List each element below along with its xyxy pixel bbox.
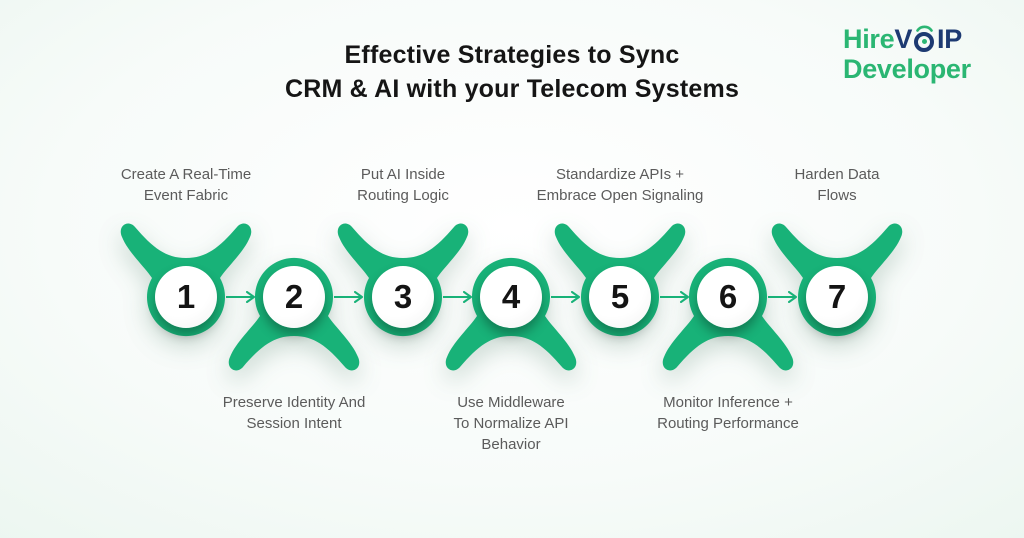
arrow-right-icon bbox=[660, 291, 690, 303]
logo-text-ip: IP bbox=[937, 24, 962, 54]
step-number-circle: 1 bbox=[155, 266, 217, 328]
step-label: Use Middleware To Normalize API Behavior bbox=[453, 394, 569, 453]
step-column-7: Harden Data Flows 7 bbox=[727, 160, 947, 460]
step-number: 2 bbox=[284, 278, 304, 315]
arrow-right-icon bbox=[226, 291, 256, 303]
arrow-right-icon bbox=[551, 291, 581, 303]
wifi-icon bbox=[916, 25, 933, 32]
step-label: Preserve Identity And Session Intent bbox=[222, 394, 366, 432]
logo-text-hire: Hire bbox=[843, 24, 895, 54]
wifi-o-icon bbox=[913, 24, 936, 54]
step-column-4: 4 Use Middleware To Normalize API Behavi… bbox=[401, 160, 621, 460]
step-number: 5 bbox=[610, 278, 630, 315]
step-column-2: 2 Preserve Identity And Session Intent bbox=[184, 160, 404, 460]
step-number-circle: 6 bbox=[697, 266, 759, 328]
step-column-6: 6 Monitor Inference + Routing Performanc… bbox=[618, 160, 838, 460]
o-ring-icon bbox=[914, 32, 935, 52]
step-number: 3 bbox=[393, 278, 413, 315]
step-number-circle: 2 bbox=[263, 266, 325, 328]
step-column-5: Standardize APIs + Embrace Open Signalin… bbox=[510, 160, 730, 460]
logo-text-v: V bbox=[894, 24, 913, 54]
step-number-circle: 3 bbox=[372, 266, 434, 328]
step-label: Monitor Inference + Routing Performance bbox=[657, 394, 799, 432]
step-label: Put AI Inside Routing Logic bbox=[357, 166, 449, 204]
step-column-1: Create A Real-Time Event Fabric 1 bbox=[76, 160, 296, 460]
logo-text-developer: Developer bbox=[843, 54, 971, 84]
signal-dot-icon bbox=[922, 39, 928, 44]
step-number: 1 bbox=[176, 278, 196, 315]
step-number: 6 bbox=[718, 278, 738, 315]
step-number-circle: 4 bbox=[480, 266, 542, 328]
arrow-right-icon bbox=[443, 291, 473, 303]
page-title: Effective Strategies to Sync CRM & AI wi… bbox=[284, 41, 740, 103]
step-label: Create A Real-Time Event Fabric bbox=[120, 166, 252, 204]
step-column-3: Put AI Inside Routing Logic 3 bbox=[293, 160, 513, 460]
step-label: Standardize APIs + Embrace Open Signalin… bbox=[536, 166, 704, 204]
arrow-right-icon bbox=[768, 291, 798, 303]
step-number: 7 bbox=[827, 278, 847, 315]
arrow-right-icon bbox=[334, 291, 364, 303]
step-number: 4 bbox=[501, 278, 521, 315]
step-label: Harden Data Flows bbox=[794, 166, 880, 204]
step-number-circle: 5 bbox=[589, 266, 651, 328]
step-number-circle: 7 bbox=[806, 266, 868, 328]
